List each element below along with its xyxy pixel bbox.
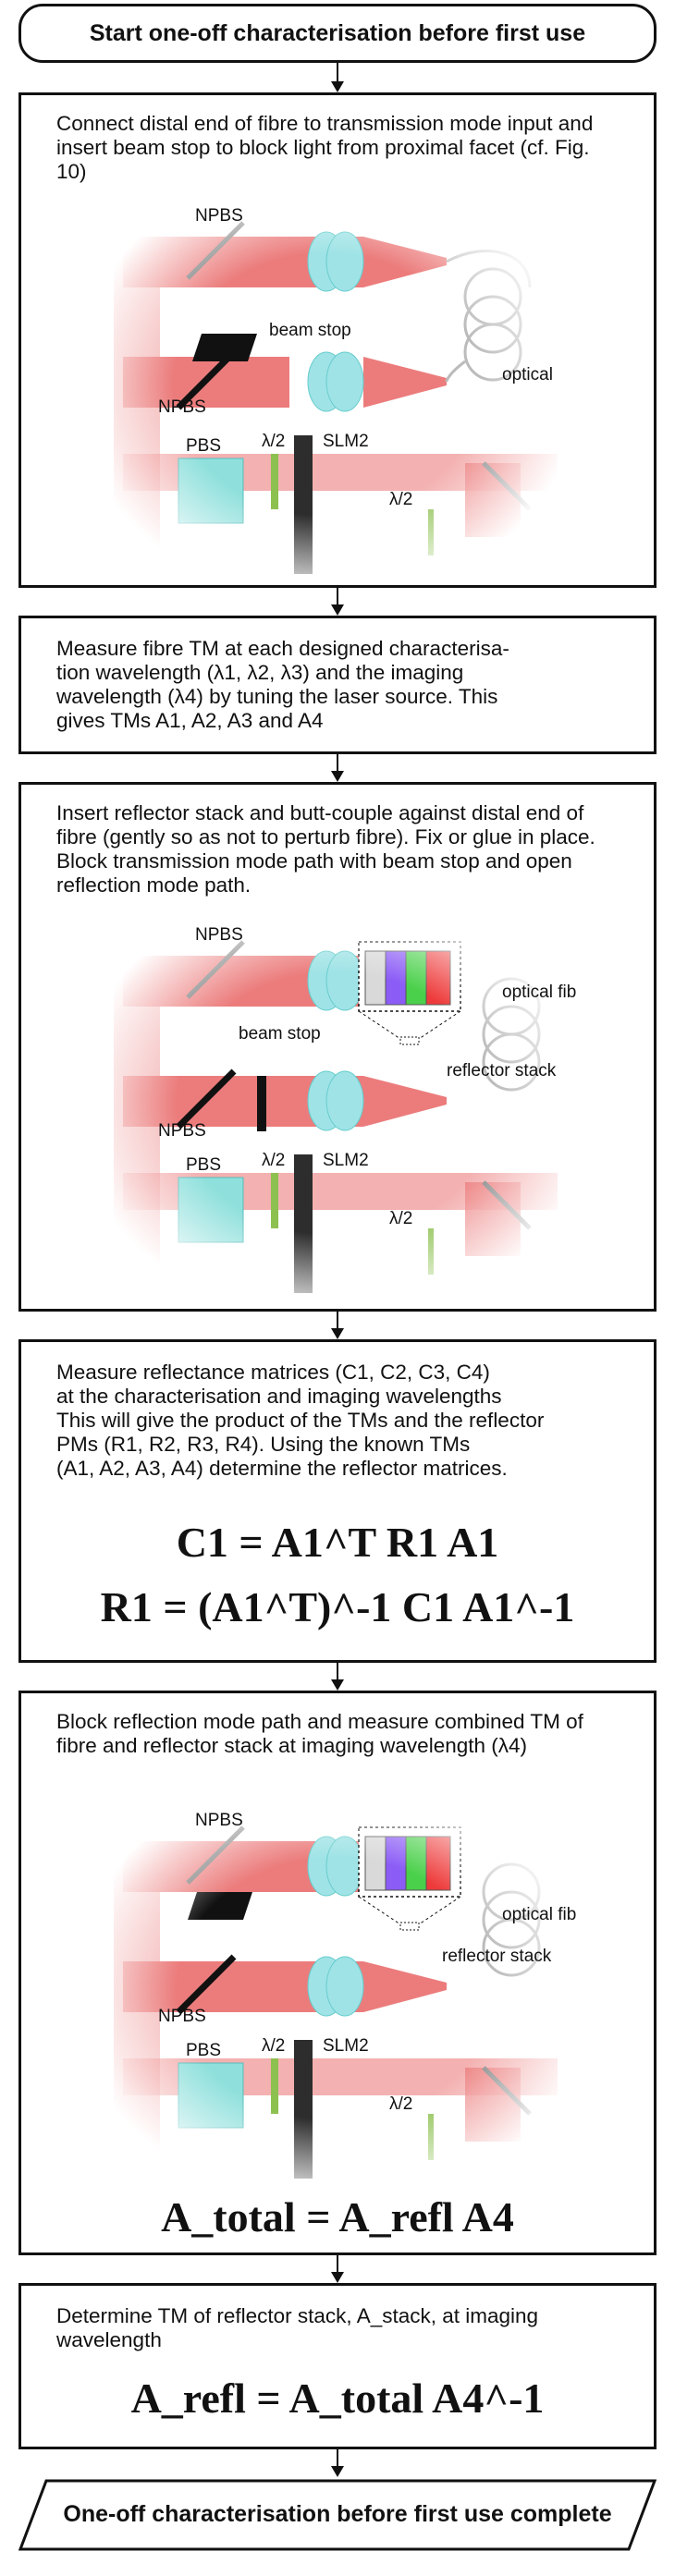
label-lambda-half-2: λ/2 — [389, 490, 412, 509]
step-2-line-3: wavelength (λ4) by tuning the laser sour… — [56, 685, 498, 708]
step-1-text: Connect distal end of fibre to transmiss… — [56, 112, 594, 183]
step-3-text: Insert reflector stack and butt-couple a… — [56, 801, 595, 897]
step-4-box: Measure reflectance matrices (C1, C2, C3… — [18, 1339, 657, 1663]
step-2-line-1: Measure fibre TM at each designed charac… — [56, 637, 509, 660]
label-lambda-half: λ/2 — [262, 2036, 285, 2056]
label-pbs: PBS — [186, 436, 221, 456]
label-optical-fibre: optical fibre — [502, 983, 576, 1002]
step-5-setup-diagram: NPBS optical fibre NPBS reflector stack … — [95, 1790, 576, 2188]
label-pbs: PBS — [186, 1155, 221, 1175]
label-npbs-bottom: NPBS — [158, 1121, 206, 1141]
arrow-2 — [331, 588, 344, 616]
label-lambda-half: λ/2 — [262, 432, 285, 451]
label-slm2: SLM2 — [323, 1151, 369, 1170]
equation-c1: C1 = A1^T R1 A1 — [176, 1519, 499, 1566]
step-4-line-3: This will give the product of the TMs an… — [56, 1409, 545, 1432]
step-1-box: Connect distal end of fibre to transmiss… — [18, 92, 657, 588]
arrow-1 — [331, 63, 344, 92]
label-reflector-stack: reflector stack — [447, 1061, 557, 1080]
step-4-line-5: (A1, A2, A3, A4) determine the reflector… — [56, 1457, 508, 1480]
step-4-line-4: PMs (R1, R2, R3, R4). Using the known TM… — [56, 1433, 471, 1456]
label-pbs: PBS — [186, 2041, 221, 2060]
arrow-4 — [331, 1312, 344, 1339]
label-lambda-half: λ/2 — [262, 1151, 285, 1170]
label-npbs-bottom: NPBS — [158, 397, 206, 417]
label-optical-fibre: optical fibre — [502, 1905, 576, 1924]
step-5-box: Block reflection mode path and measure c… — [18, 1691, 657, 2255]
label-npbs-top: NPBS — [195, 1811, 243, 1830]
label-npbs-bottom: NPBS — [158, 2007, 206, 2026]
step-3-box: Insert reflector stack and butt-couple a… — [18, 782, 657, 1312]
step-3-setup-diagram: NPBS beam stop optical fibre NPBS reflec… — [95, 905, 576, 1302]
label-slm2: SLM2 — [323, 432, 369, 451]
arrow-5 — [331, 1663, 344, 1691]
step-1-setup-diagram: NPBS beam stop optical fibre NPBS PBS λ/… — [95, 186, 558, 583]
start-terminal: Start one-off characterisation before fi… — [18, 4, 657, 63]
arrow-7 — [331, 2449, 344, 2477]
equation-a-total: A_total = A_refl A4 — [161, 2193, 514, 2240]
arrow-3 — [331, 754, 344, 782]
step-2-line-2: tion wavelength (λ1, λ2, λ3) and the ima… — [56, 661, 464, 684]
equation-a-refl: A_refl = A_total A4^-1 — [130, 2375, 545, 2422]
start-label: Start one-off characterisation before fi… — [89, 20, 586, 46]
step-4-line-2: at the characterisation and imaging wave… — [56, 1385, 502, 1408]
step-6-text: Determine TM of reflector stack, A_stack… — [56, 2304, 539, 2351]
step-5-text: Block reflection mode path and measure c… — [56, 1710, 583, 1757]
label-npbs-top: NPBS — [195, 206, 243, 226]
label-optical-fibre: optical fibre — [502, 365, 558, 385]
step-6-box: Determine TM of reflector stack, A_stack… — [18, 2283, 657, 2449]
label-lambda-half-2: λ/2 — [389, 1209, 412, 1228]
label-beam-stop: beam stop — [269, 321, 351, 340]
step-4-line-1: Measure reflectance matrices (C1, C2, C3… — [56, 1361, 490, 1384]
equation-r1: R1 = (A1^T)^-1 C1 A1^-1 — [100, 1583, 575, 1630]
arrow-6 — [331, 2255, 344, 2283]
step-2-line-4: gives TMs A1, A2, A3 and A4 — [56, 709, 324, 732]
label-lambda-half-2: λ/2 — [389, 2094, 412, 2114]
label-reflector-stack: reflector stack — [442, 1947, 552, 1966]
step-2-box: Measure fibre TM at each designed charac… — [18, 616, 657, 754]
end-terminal — [18, 2479, 657, 2551]
label-npbs-top: NPBS — [195, 925, 243, 945]
label-beam-stop: beam stop — [239, 1024, 321, 1044]
end-label: One-off characterisation before first us… — [63, 2501, 612, 2527]
label-slm2: SLM2 — [323, 2036, 369, 2056]
